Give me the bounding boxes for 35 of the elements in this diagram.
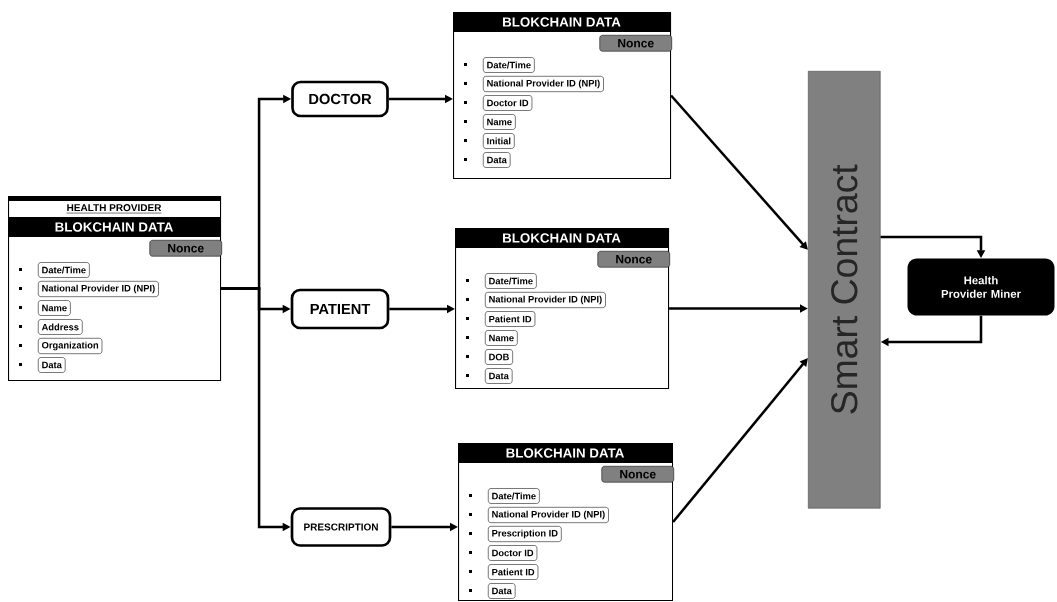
field-box: Date/Time [38, 262, 90, 278]
field-box: Patient ID [485, 311, 536, 327]
entity-box: PRESCRIPTION [290, 507, 392, 547]
field-box: National Provider ID (NPI) [483, 76, 604, 92]
entity-box: DOCTOR [291, 80, 389, 118]
nonce-box: Nonce [149, 240, 222, 257]
arrow [670, 94, 808, 250]
nonce-box: Nonce [599, 35, 672, 52]
field-box: Date/Time [483, 57, 535, 73]
nonce-box: Nonce [601, 466, 674, 483]
miner-box: Health Provider Miner [907, 258, 1055, 316]
field-box: Data [485, 368, 513, 384]
field-box: National Provider ID (NPI) [488, 507, 609, 523]
field-box: Name [485, 330, 518, 346]
field-box: Name [483, 114, 516, 130]
nonce-box: Nonce [597, 251, 670, 268]
field-box: Patient ID [488, 564, 539, 580]
field-box: Initial [483, 133, 515, 149]
field-box: National Provider ID (NPI) [38, 281, 159, 297]
field-box: Date/Time [488, 488, 540, 504]
contract-bar: Smart Contract [808, 71, 881, 509]
field-box: Doctor ID [483, 95, 533, 111]
field-box: Name [38, 300, 71, 316]
field-box: Date/Time [485, 273, 537, 289]
field-box: National Provider ID (NPI) [485, 292, 606, 308]
arrow [672, 358, 808, 523]
field-box: Address [38, 319, 83, 335]
field-box: Doctor ID [488, 545, 538, 561]
field-box: DOB [485, 349, 513, 365]
field-box: Prescription ID [488, 526, 562, 542]
field-box: Data [483, 152, 511, 168]
field-box: Data [38, 357, 66, 373]
field-box: Data [488, 583, 516, 599]
entity-box: PATIENT [290, 288, 390, 330]
field-box: Organization [38, 338, 103, 354]
